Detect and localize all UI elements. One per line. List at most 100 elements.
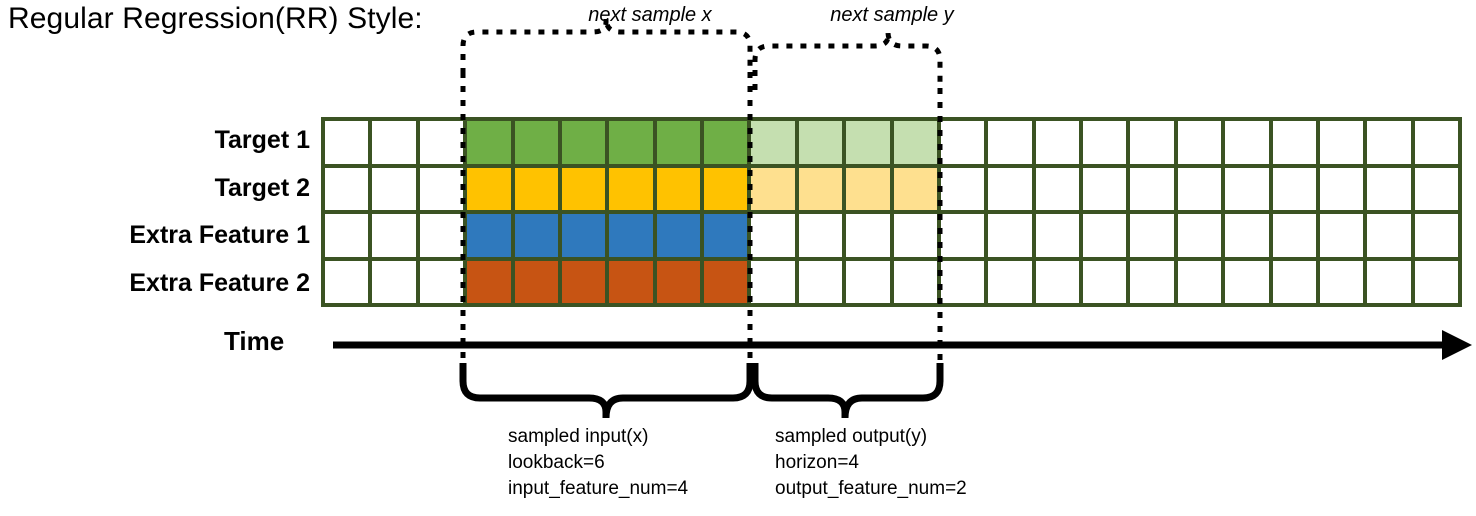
- grid-cell-r1-c16: [1035, 121, 1079, 164]
- grid-cell-r2-c9: [704, 167, 748, 210]
- grid-cell-r4-c6: [561, 260, 606, 303]
- annotation-next-sample-x: next sample x: [588, 4, 712, 26]
- grid-cell-r1-c5: [514, 121, 558, 164]
- grid-cell-r3-c15: [988, 214, 1032, 257]
- grid-cell-r3-c4: [467, 214, 511, 257]
- grid-cell-r3-c7: [609, 214, 653, 257]
- time-axis-arrow: [333, 330, 1472, 360]
- grid-cell-r4-c24: [1414, 260, 1458, 303]
- grid-cell-r1-c4: [467, 121, 511, 164]
- grid-cell-r3-c14: [940, 214, 985, 257]
- grid-cell-r4-c14: [940, 260, 985, 303]
- brace-next-sample-y: [752, 31, 943, 90]
- grid-cell-r1-c7: [609, 121, 653, 164]
- grid-cell-r1-c24: [1414, 121, 1458, 164]
- grid-cell-r1-c8: [656, 121, 700, 164]
- grid-cell-r1-c17: [1083, 121, 1127, 164]
- grid-cell-r2-c5: [514, 167, 558, 210]
- grid-cell-r1-c20: [1225, 121, 1269, 164]
- grid-cell-r3-c23: [1367, 214, 1411, 257]
- grid-cell-r2-c17: [1083, 167, 1127, 210]
- grid-cell-r4-c5: [514, 260, 558, 303]
- grid-cell-r3-c21: [1272, 214, 1316, 257]
- grid-cell-r3-c6: [561, 214, 606, 257]
- grid-cell-r4-c12: [846, 260, 890, 303]
- grid-cell-r2-c12: [846, 167, 890, 210]
- page-title: Regular Regression(RR) Style:: [8, 2, 423, 35]
- grid-cell-r2-c21: [1272, 167, 1316, 210]
- grid-cell-r3-c17: [1083, 214, 1127, 257]
- grid-cell-r3-c11: [798, 214, 843, 257]
- grid-cell-r3-c22: [1319, 214, 1364, 257]
- grid-cell-r2-c1: [325, 167, 369, 210]
- grid-cell-r3-c19: [1177, 214, 1222, 257]
- grid-cell-r2-c16: [1035, 167, 1079, 210]
- grid-cell-r4-c9: [704, 260, 748, 303]
- grid-cell-r4-c8: [656, 260, 700, 303]
- grid-cell-r1-c1: [325, 121, 369, 164]
- grid-cell-r3-c8: [656, 214, 700, 257]
- grid-cell-r4-c4: [467, 260, 511, 303]
- grid-cell-r2-c7: [609, 167, 653, 210]
- grid-cell-r2-c3: [419, 167, 464, 210]
- grid-cell-r1-c22: [1319, 121, 1364, 164]
- grid-cell-r2-c23: [1367, 167, 1411, 210]
- grid-cell-r4-c19: [1177, 260, 1222, 303]
- grid-cell-r4-c16: [1035, 260, 1079, 303]
- grid-cell-r1-c21: [1272, 121, 1316, 164]
- grid-cell-r4-c20: [1225, 260, 1269, 303]
- grid-cell-r1-c19: [1177, 121, 1222, 164]
- grid-cell-r1-c3: [419, 121, 464, 164]
- grid-cell-r2-c20: [1225, 167, 1269, 210]
- grid-cell-r2-c2: [372, 167, 416, 210]
- grid-cell-r4-c1: [325, 260, 369, 303]
- grid-cell-r1-c11: [798, 121, 843, 164]
- grid-cell-r4-c10: [751, 260, 795, 303]
- grid-cell-r1-c15: [988, 121, 1032, 164]
- grid-cell-r3-c16: [1035, 214, 1079, 257]
- grid-cell-r3-c18: [1130, 214, 1174, 257]
- grid-cell-r2-c14: [940, 167, 985, 210]
- grid-cell-r2-c13: [893, 167, 937, 210]
- grid-cell-r1-c23: [1367, 121, 1411, 164]
- grid-cell-r1-c18: [1130, 121, 1174, 164]
- grid-cell-r4-c23: [1367, 260, 1411, 303]
- grid-cell-r3-c12: [846, 214, 890, 257]
- grid-cell-r1-c14: [940, 121, 985, 164]
- row-label-extra-feature-1: Extra Feature 1: [129, 221, 310, 249]
- grid-cell-r3-c1: [325, 214, 369, 257]
- brace-sampled-input: [459, 363, 754, 419]
- grid-cell-r4-c13: [893, 260, 937, 303]
- row-label-target-1: Target 1: [214, 126, 310, 154]
- grid-cell-r3-c13: [893, 214, 937, 257]
- grid-cell-r2-c11: [798, 167, 843, 210]
- caption-sampled-output: sampled output(y) horizon=4 output_featu…: [775, 426, 967, 499]
- grid-cell-r3-c10: [751, 214, 795, 257]
- row-label-target-2: Target 2: [214, 173, 310, 202]
- annotation-next-sample-y: next sample y: [830, 4, 954, 26]
- brace-sampled-output: [751, 363, 944, 419]
- grid-cell-r1-c12: [846, 121, 890, 164]
- timeline-grid: [321, 117, 1462, 307]
- grid-cell-r4-c18: [1130, 260, 1174, 303]
- grid-cell-r1-c10: [751, 121, 795, 164]
- grid-cell-r2-c15: [988, 167, 1032, 210]
- grid-cell-r3-c20: [1225, 214, 1269, 257]
- grid-cell-r4-c15: [988, 260, 1032, 303]
- grid-cell-r4-c7: [609, 260, 653, 303]
- grid-cell-r1-c13: [893, 121, 937, 164]
- grid-cell-r2-c18: [1130, 167, 1174, 210]
- grid-cell-r1-c6: [561, 121, 606, 164]
- row-label-extra-feature-2: Extra Feature 2: [129, 268, 310, 297]
- caption-sampled-input: sampled input(x) lookback=6 input_featur…: [508, 426, 689, 499]
- grid-cell-r4-c3: [419, 260, 464, 303]
- grid-cell-r3-c9: [704, 214, 748, 257]
- grid-cell-r4-c21: [1272, 260, 1316, 303]
- grid-cell-r2-c24: [1414, 167, 1458, 210]
- grid-cell-r1-c2: [372, 121, 416, 164]
- grid-cell-r4-c2: [372, 260, 416, 303]
- grid-cell-r2-c8: [656, 167, 700, 210]
- grid-cell-r3-c5: [514, 214, 558, 257]
- grid-cell-r3-c3: [419, 214, 464, 257]
